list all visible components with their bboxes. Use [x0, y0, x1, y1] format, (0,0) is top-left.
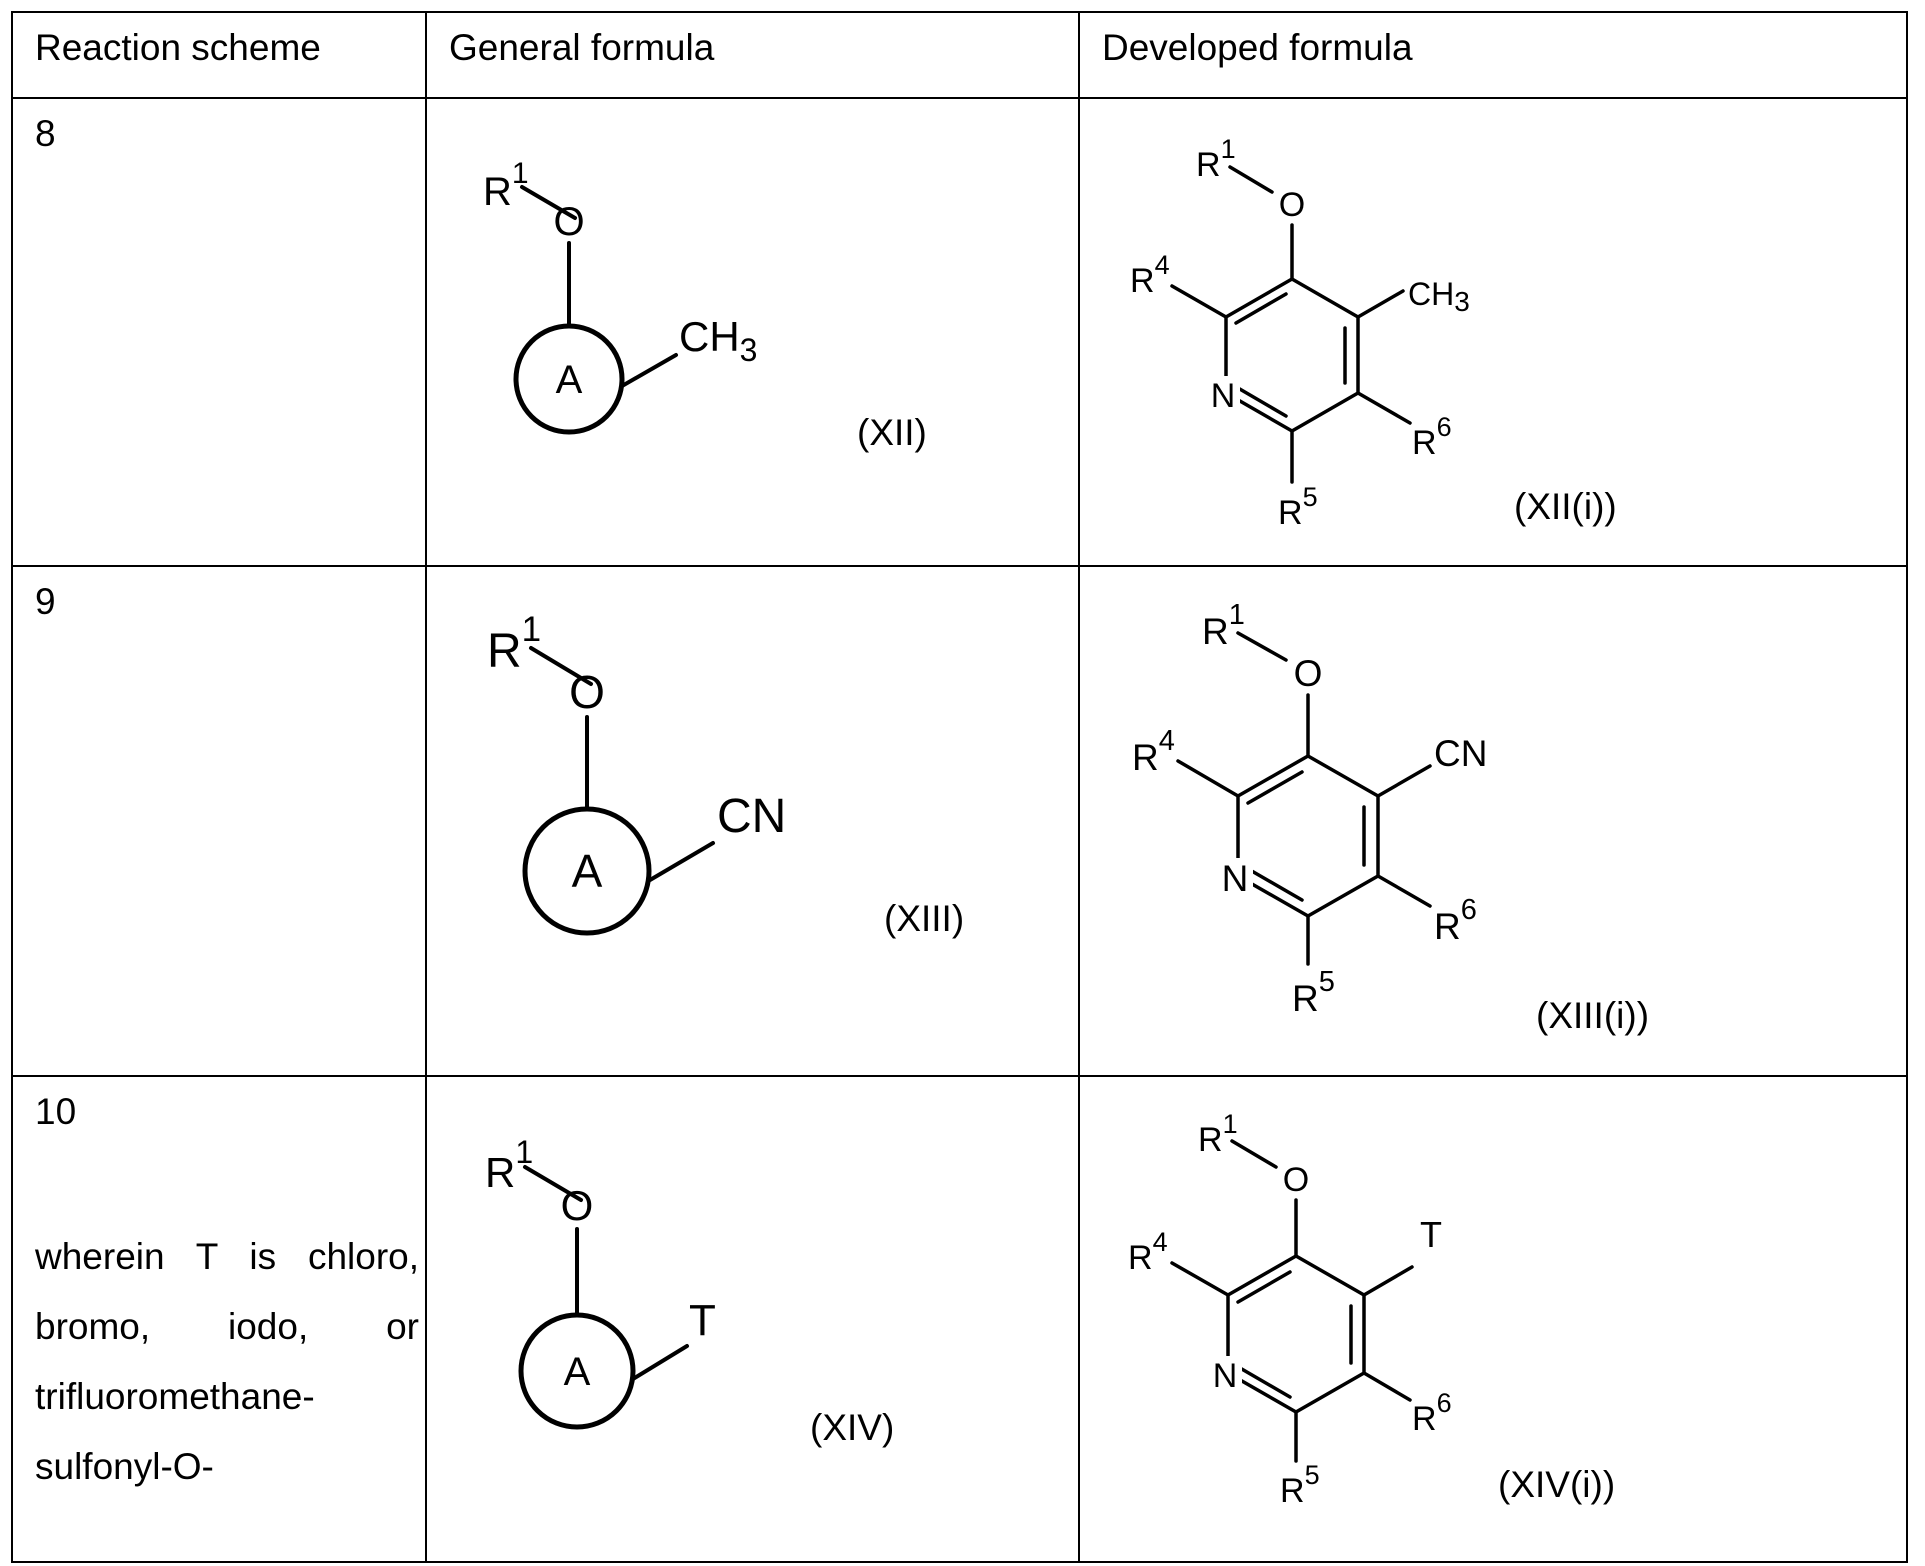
- developed-structure-xii-i: R1 O N R4 CH3 R6 R5 (XII(i)): [1080, 99, 1908, 565]
- r1-label: R1: [485, 1134, 533, 1196]
- general-structure-xii: R1 O A CH3 (XII): [427, 99, 1080, 565]
- general-formula-cell: R1 O A CH3 (XII): [426, 98, 1079, 566]
- r1-o-bond: [1238, 633, 1286, 660]
- ring-substituent-bond: [633, 1346, 687, 1379]
- formula-label-xii-i: (XII(i)): [1514, 486, 1617, 527]
- r1-label: R1: [487, 610, 541, 678]
- substituent-label: CN: [717, 790, 786, 843]
- r1-o-bond: [1230, 167, 1272, 192]
- oxygen-label: O: [1283, 1161, 1309, 1199]
- r4-bond: [1178, 761, 1238, 796]
- substituent-label: T: [689, 1296, 716, 1345]
- scheme-cell: 9: [12, 566, 426, 1076]
- substituent-label: T: [1420, 1214, 1442, 1255]
- ring-a-label: A: [556, 358, 583, 402]
- developed-formula-cell: R1 O N R4 T R6 R5 (XIV(i)): [1079, 1076, 1907, 1562]
- formula-label-xii: (XII): [857, 412, 927, 453]
- r6-bond: [1378, 876, 1430, 906]
- ring-a-label: A: [564, 1350, 591, 1394]
- oxygen-label: O: [569, 666, 605, 718]
- oxygen-label: O: [1279, 186, 1305, 224]
- developed-formula-cell: R1 O N R4 CH3 R6 R5 (XII(i)): [1079, 98, 1907, 566]
- r4-label: R4: [1132, 725, 1175, 778]
- r6-bond: [1358, 393, 1410, 423]
- reaction-scheme-table: Reaction scheme General formula Develope…: [11, 11, 1908, 1563]
- pyridine-ring: [1228, 1256, 1364, 1412]
- r6-bond: [1364, 1373, 1410, 1400]
- r1-label: R1: [1202, 599, 1245, 652]
- scheme-number: 9: [35, 581, 56, 623]
- ring-substituent-bond: [650, 843, 713, 880]
- formula-label-xiv: (XIV): [810, 1407, 894, 1448]
- r5-label: R5: [1292, 966, 1335, 1019]
- general-formula-cell: R1 O A T (XIV): [426, 1076, 1079, 1562]
- substituent-label: CH3: [679, 313, 757, 368]
- nitrogen-label: N: [1211, 377, 1236, 415]
- r4-label: R4: [1130, 250, 1170, 300]
- scheme-number: 10: [35, 1091, 76, 1133]
- ring-substituent-bond: [622, 355, 676, 386]
- r4-bond: [1172, 1263, 1228, 1295]
- oxygen-label: O: [561, 1182, 594, 1229]
- nitrogen-label: N: [1222, 858, 1249, 899]
- developed-formula-cell: R1 O N R4 CN R6 R5 (XIII(i)): [1079, 566, 1907, 1076]
- header-cell-reaction-scheme: Reaction scheme: [12, 12, 426, 98]
- developed-structure-xiv-i: R1 O N R4 T R6 R5 (XIV(i)): [1080, 1077, 1908, 1561]
- r1-o-bond: [1232, 1141, 1276, 1167]
- r5-label: R5: [1280, 1460, 1320, 1510]
- header-reaction-scheme: Reaction scheme: [35, 27, 321, 69]
- substituent-bond: [1378, 766, 1430, 796]
- header-cell-developed-formula: Developed formula: [1079, 12, 1907, 98]
- scheme-number: 8: [35, 113, 56, 155]
- pyridine-ring: [1238, 756, 1378, 916]
- substituent-bond: [1364, 1267, 1412, 1295]
- ring-a-label: A: [572, 845, 603, 897]
- header-developed-formula: Developed formula: [1102, 27, 1413, 69]
- general-structure-xiii: R1 O A CN (XIII): [427, 567, 1080, 1075]
- header-row: Reaction scheme General formula Develope…: [12, 12, 1907, 98]
- ring-double-bond: [1238, 1272, 1290, 1302]
- r1-label: R1: [1198, 1109, 1238, 1159]
- formula-label-xiv-i: (XIV(i)): [1498, 1464, 1615, 1505]
- substituent-label: CN: [1434, 733, 1487, 774]
- header-general-formula: General formula: [449, 27, 714, 69]
- scheme-note: wherein T is chloro, bromo, iodo, or tri…: [35, 1222, 419, 1502]
- table-row: 9 R1 O A CN (XIII) R1 O: [12, 566, 1907, 1076]
- developed-structure-xiii-i: R1 O N R4 CN R6 R5 (XIII(i)): [1080, 567, 1908, 1075]
- formula-label-xiii-i: (XIII(i)): [1536, 995, 1649, 1036]
- general-structure-xiv: R1 O A T (XIV): [427, 1077, 1080, 1561]
- formula-label-xiii: (XIII): [884, 898, 964, 939]
- general-formula-cell: R1 O A CN (XIII): [426, 566, 1079, 1076]
- oxygen-label: O: [1294, 653, 1323, 694]
- r1-label: R1: [1196, 134, 1236, 184]
- r6-label: R6: [1412, 412, 1452, 462]
- r6-label: R6: [1412, 1388, 1452, 1438]
- substituent-bond: [1358, 291, 1403, 317]
- r4-label: R4: [1128, 1227, 1168, 1277]
- table-row: 10 wherein T is chloro, bromo, iodo, or …: [12, 1076, 1907, 1562]
- scheme-cell: 10 wherein T is chloro, bromo, iodo, or …: [12, 1076, 426, 1562]
- oxygen-label: O: [553, 200, 584, 244]
- header-cell-general-formula: General formula: [426, 12, 1079, 98]
- pyridine-ring: [1226, 279, 1358, 431]
- table-row: 8 R1 O A CH3 (XII) R1 O: [12, 98, 1907, 566]
- r4-bond: [1172, 286, 1226, 317]
- r5-label: R5: [1278, 482, 1318, 532]
- nitrogen-label: N: [1213, 1357, 1238, 1395]
- scheme-cell: 8: [12, 98, 426, 566]
- r6-label: R6: [1434, 894, 1477, 947]
- ring-double-bond: [1250, 870, 1302, 900]
- substituent-label: CH3: [1408, 276, 1470, 317]
